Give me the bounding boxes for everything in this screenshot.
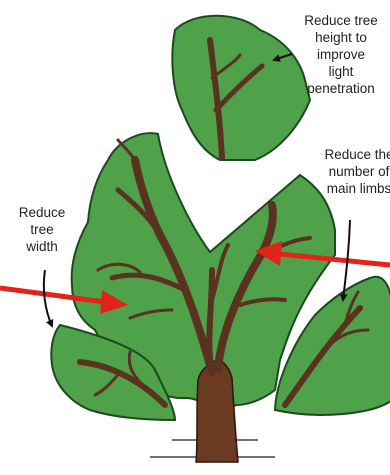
label-reduce-width: Reduce tree width (4, 204, 80, 255)
label-reduce-height: Reduce tree height to improve light pene… (292, 12, 390, 97)
trunk (196, 360, 238, 462)
left-pointer-arrow (44, 270, 52, 326)
label-reduce-limbs: Reduce the number of main limbs (314, 146, 390, 197)
